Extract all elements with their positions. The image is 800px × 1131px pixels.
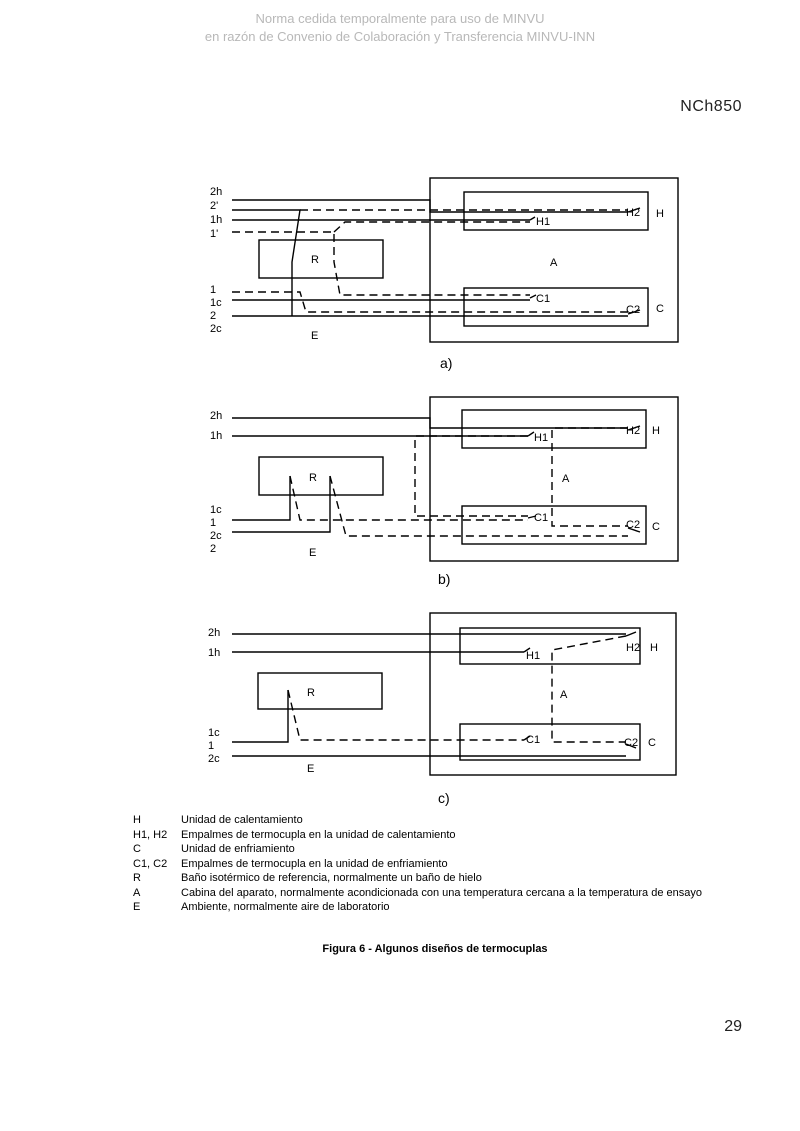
legend-row: C Unidad de enfriamiento [133,842,702,857]
wire-label-a: 2h [210,186,222,198]
wire-label-b: 1c [210,504,222,516]
label-c1-b: C1 [534,512,548,524]
wire-label-a: 2' [210,200,218,212]
label-r-a: R [311,254,319,266]
reference-bath-a [258,239,384,279]
legend-text: Unidad de calentamiento [181,814,303,826]
legend-text: Cabina del aparato, normalmente acondici… [181,886,702,899]
legend-row: H1, H2 Empalmes de termocupla en la unida… [133,828,702,843]
watermark-line-2: en razón de Convenio de Colaboración y T… [204,29,596,44]
figure-label-c: c) [438,790,450,806]
cabinet-c [429,612,677,776]
label-e-a: E [311,330,318,342]
page-number: 29 [724,1018,742,1035]
thermocouple-diagrams: 2h 2' 1h 1' 1 1c 2 2c R E A H C H1 H2 C1… [208,177,679,806]
label-c-a: C [656,303,664,315]
wire-label-a: 1h [210,214,222,226]
legend-symbol: C1, C2 [133,857,168,870]
legend-symbol: H [133,814,141,826]
legend-text: Empalmes de termocupla en la unidad de c… [181,828,456,841]
wire-label-c: 1h [208,647,220,659]
label-h1-a: H1 [536,216,550,228]
label-c1-a: C1 [536,293,550,305]
cooling-unit-c [459,723,641,761]
label-h-a: H [656,208,664,220]
wire-label-a: 1c [210,297,222,309]
label-c1-c: C1 [526,734,540,746]
legend-row: A Cabina del aparato, normalmente acondic… [133,886,702,901]
label-c-b: C [652,521,660,533]
legend-text: Unidad de enfriamiento [181,843,295,855]
legend-symbol: H1, H2 [133,828,168,841]
wire-label-b: 2h [210,410,222,422]
wire-label-c: 1 [208,740,214,752]
heating-unit-a [463,191,649,231]
legend-text: Empalmes de termocupla en la unidad de e… [181,857,448,870]
label-a-c: A [560,689,568,701]
label-h2-c: H2 [626,642,640,654]
wire-label-a: 1' [210,228,218,240]
wire-label-b: 1h [210,430,222,442]
wire-label-a: 1 [210,284,216,296]
reference-bath-b [258,456,384,496]
legend-row: C1, C2 Empalmes de termocupla en la unida… [133,857,702,872]
legend-symbol: A [133,886,141,899]
wire-label-c: 2c [208,753,220,765]
legend-symbol: E [133,901,141,913]
legend-row: R Baño isotérmico de referencia, normalme… [133,871,702,886]
document-code: NCh850 [680,98,742,115]
label-c-c: C [648,737,656,749]
label-e-b: E [309,547,316,559]
label-a-b: A [562,473,570,485]
label-c2-a: C2 [626,304,640,316]
wire-label-b: 2 [210,543,216,555]
figure-caption: Figura 6 - Algunos diseños de termocupla… [322,943,548,955]
cooling-unit-b [461,505,647,545]
legend-symbol: C [133,843,141,855]
wire-label-b: 1 [210,517,216,529]
figure-a [232,177,679,343]
label-r-c: R [307,687,315,699]
cabinet-b [429,396,679,562]
figure-label-a: a) [440,355,452,371]
legend-row: E Ambiente, normalmente aire de laborator… [133,900,702,915]
figure-label-b: b) [438,571,450,587]
label-h-b: H [652,425,660,437]
wire-label-a: 2c [210,323,222,335]
label-a-a: A [550,257,558,269]
figure-b [232,396,679,562]
wire-label-c: 1c [208,727,220,739]
label-r-b: R [309,472,317,484]
label-e-c: E [307,763,314,775]
label-h2-a: H2 [626,207,640,219]
heating-unit-b [461,409,647,449]
label-h2-b: H2 [626,425,640,437]
legend-text: Ambiente, normalmente aire de laboratori… [181,901,390,913]
legend-text: Baño isotérmico de referencia, normalmen… [181,872,482,884]
cooling-unit-a [463,287,649,327]
label-h1-b: H1 [534,432,548,444]
watermark-line-1: Norma cedida temporalmente para uso de M… [255,11,545,26]
reference-bath-c [257,672,383,710]
cabinet-a [429,177,679,343]
label-h-c: H [650,642,658,654]
heating-unit-c [459,627,641,665]
label-c2-b: C2 [626,519,640,531]
legend-row: H Unidad de calentamiento [133,813,702,828]
legend-symbol: R [133,872,141,884]
label-c2-c: C2 [624,737,638,749]
wire-label-b: 2c [210,530,222,542]
legend: H Unidad de calentamiento H1, H2 Empalmes … [133,813,702,915]
wire-label-a: 2 [210,310,216,322]
label-h1-c: H1 [526,650,540,662]
wire-label-c: 2h [208,627,220,639]
figure-c [232,612,677,776]
